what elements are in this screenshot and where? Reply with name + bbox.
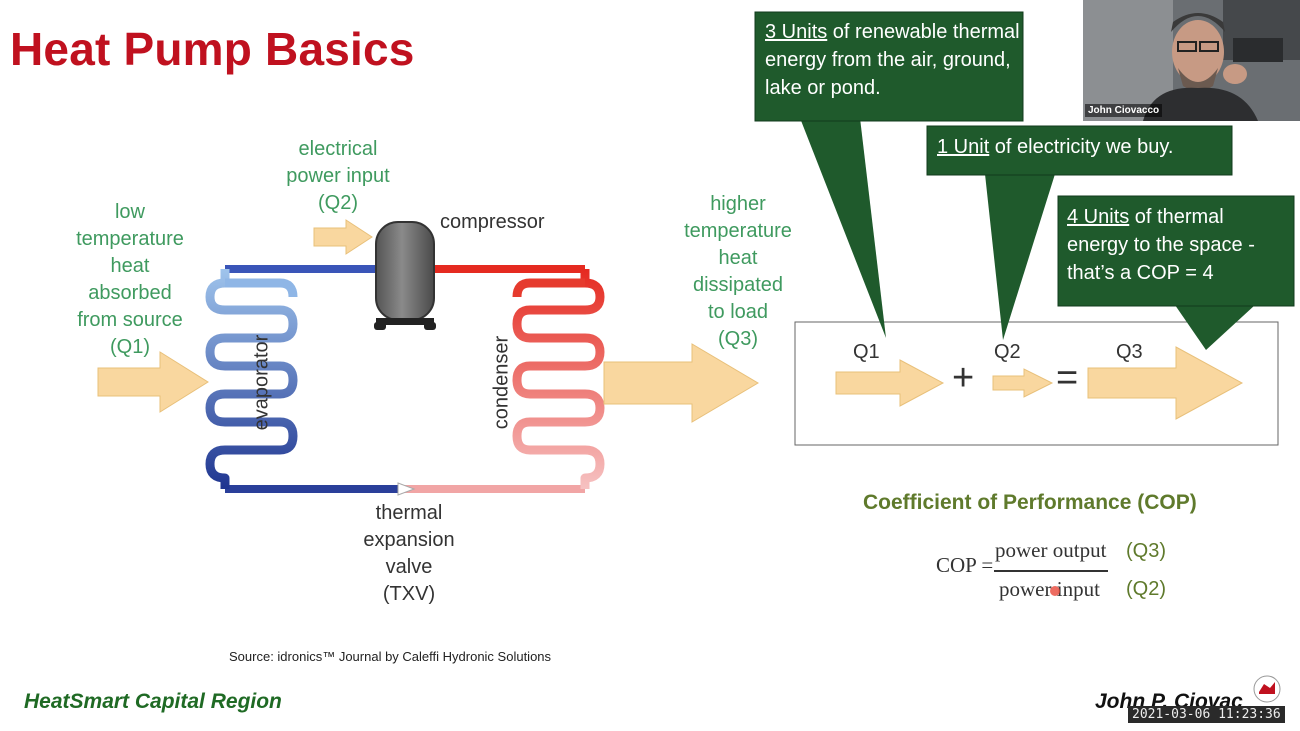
eq-plus-sign: +	[952, 357, 975, 399]
condenser-label: condenser	[490, 335, 513, 430]
eq-q3-label: Q3	[1116, 341, 1143, 363]
pointer-cursor	[1050, 586, 1060, 596]
callout-3-tail	[1175, 305, 1255, 350]
cop-lhs: COP =	[936, 553, 994, 577]
callout-1-rest: of renewable thermal energy from the air…	[765, 21, 1020, 99]
evaporator-label: evaporator	[250, 334, 273, 431]
compressor-label: compressor	[440, 211, 545, 233]
eq-q1-arrow	[835, 359, 945, 407]
eq-q2-arrow	[992, 368, 1054, 398]
eq-q3-arrow	[1087, 346, 1244, 420]
q1-source-arrow	[97, 351, 209, 413]
callout-2-box	[926, 125, 1233, 176]
callout-3-box	[1057, 195, 1295, 307]
webcam-video[interactable]: John Ciovacco	[1083, 0, 1300, 121]
callout-2-tail	[985, 174, 1055, 340]
footer-logo-icon	[1252, 674, 1282, 704]
eq-equals-sign: =	[1056, 357, 1079, 399]
cop-numerator: power output	[995, 538, 1107, 562]
callout-3-units: 4 Units	[1067, 206, 1130, 228]
callout-1-box	[754, 11, 1024, 122]
callout-2-text: 1 Unit of electricity we buy.	[937, 133, 1227, 161]
footer-org: HeatSmart Capital Region	[24, 690, 282, 713]
eq-q1-label: Q1	[853, 341, 880, 363]
compressor-icon	[374, 221, 436, 330]
callout-2-rest: of electricity we buy.	[989, 136, 1174, 158]
q3-load-arrow	[603, 343, 759, 423]
callout-1-units: 3 Units	[765, 21, 828, 43]
eq-q2-label: Q2	[994, 341, 1021, 363]
callout-2-units: 1 Unit	[937, 136, 990, 158]
q2-power-arrow	[313, 219, 373, 255]
cop-title: Coefficient of Performance (COP)	[863, 491, 1197, 514]
source-heat-label: low temperature heat absorbed from sourc…	[76, 201, 184, 358]
cop-denominator-ref: (Q2)	[1126, 578, 1166, 600]
cop-numerator-ref: (Q3)	[1126, 540, 1166, 562]
cop-denominator: power input	[999, 577, 1100, 601]
power-input-label: electrical power input (Q2)	[286, 138, 390, 214]
slide-title: Heat Pump Basics	[10, 23, 415, 75]
load-heat-label: higher temperature heat dissipated to lo…	[684, 193, 792, 350]
txv-label: thermal expansion valve (TXV)	[363, 502, 455, 605]
callout-1-tail	[800, 118, 886, 338]
timestamp-overlay: 2021-03-06 11:23:36	[1128, 706, 1285, 723]
webcam-name-tag: John Ciovacco	[1085, 104, 1163, 117]
callout-3-rest: of thermal energy to the space - that’s …	[1067, 206, 1255, 284]
callout-3-text: 4 Units of thermal energy to the space -…	[1067, 203, 1289, 287]
source-citation: Source: idronics™ Journal by Caleffi Hyd…	[229, 649, 552, 664]
condenser-coil	[512, 269, 605, 489]
webcam-feed-image	[1083, 0, 1300, 121]
callout-1-text: 3 Units of renewable thermal energy from…	[765, 18, 1020, 102]
txv-valve-icon	[397, 482, 416, 496]
evaporator-coil	[205, 269, 298, 489]
